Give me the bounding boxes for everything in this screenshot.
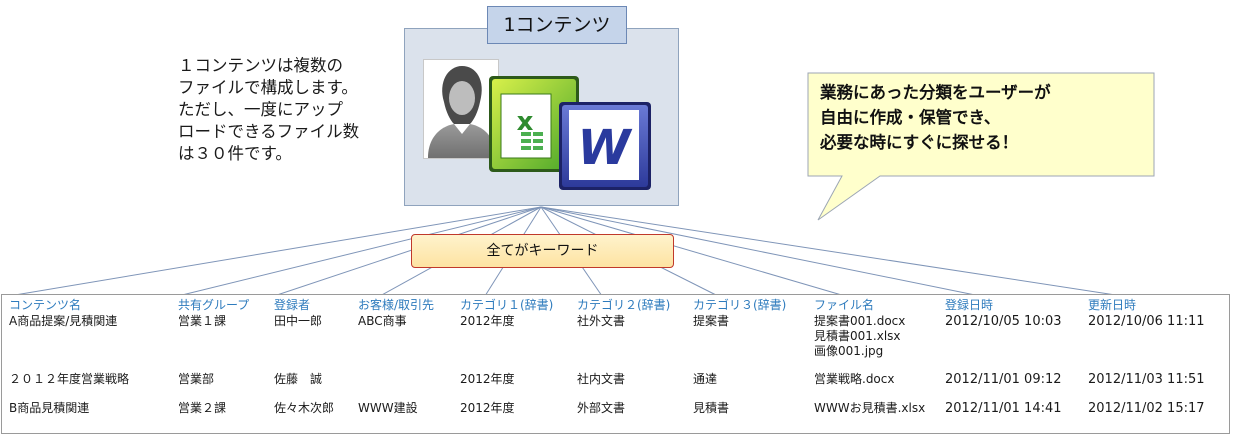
row-category-3: 通達 bbox=[693, 372, 718, 386]
header-updated-at: 更新日時 bbox=[1088, 298, 1137, 312]
row-registered-at: 2012/11/01 14:41 bbox=[945, 401, 1062, 416]
row-updated-at: 2012/10/06 11:11 bbox=[1088, 314, 1205, 329]
row-category-2: 社内文書 bbox=[577, 372, 626, 386]
user-avatar-icon bbox=[423, 59, 499, 159]
excel-file-icon: x bbox=[487, 74, 583, 174]
row-registered-at: 2012/11/01 09:12 bbox=[945, 372, 1062, 387]
content-description: １コンテンツは複数の ファイルで構成します。 ただし、一度にアップ ロードできる… bbox=[178, 55, 403, 165]
callout-line: 業務にあった分類をユーザーが bbox=[820, 83, 1051, 102]
row-file-name: 提案書001.docx 見積書001.xlsx 画像001.jpg bbox=[814, 314, 905, 359]
keyword-box: 全てがキーワード bbox=[411, 234, 674, 268]
row-category-2: 外部文書 bbox=[577, 401, 626, 415]
row-share-group: 営業部 bbox=[178, 372, 215, 386]
content-title: 1コンテンツ bbox=[487, 6, 627, 44]
header-share-group: 共有グループ bbox=[178, 298, 250, 312]
row-file-name: 営業戦略.docx bbox=[814, 372, 895, 386]
header-file-name: ファイル名 bbox=[814, 298, 875, 312]
header-category-1: カテゴリ１(辞書) bbox=[460, 298, 554, 312]
row-updated-at: 2012/11/02 15:17 bbox=[1088, 401, 1205, 416]
header-content-name: コンテンツ名 bbox=[9, 298, 82, 312]
row-registered-at: 2012/10/05 10:03 bbox=[945, 314, 1062, 329]
row-content-name: A商品提案/見積関連 bbox=[9, 314, 118, 328]
row-category-3: 提案書 bbox=[693, 314, 730, 328]
file-name-line: 見積書001.xlsx bbox=[814, 329, 901, 343]
row-customer: WWW建設 bbox=[358, 401, 418, 415]
row-content-name: ２０１２年度営業戦略 bbox=[9, 372, 130, 386]
row-category-2: 社外文書 bbox=[577, 314, 626, 328]
description-line: ロードできるファイル数 bbox=[178, 122, 360, 141]
row-content-name: B商品見積関連 bbox=[9, 401, 90, 415]
row-category-1: 2012年度 bbox=[460, 372, 515, 386]
row-share-group: 営業２課 bbox=[178, 401, 227, 415]
file-name-line: 提案書001.docx bbox=[814, 314, 906, 328]
connector-line bbox=[273, 206, 542, 297]
callout-line: 自由に作成・保管でき、 bbox=[820, 108, 1001, 127]
content-table bbox=[1, 294, 1230, 434]
row-file-name: WWWお見積書.xlsx bbox=[814, 401, 926, 415]
header-customer: お客様/取引先 bbox=[358, 298, 435, 312]
file-name-line: 画像001.jpg bbox=[814, 344, 884, 358]
connector-line bbox=[540, 206, 1123, 297]
description-line: １コンテンツは複数の bbox=[178, 56, 343, 75]
header-registered-at: 登録日時 bbox=[945, 298, 994, 312]
connector-line bbox=[540, 206, 846, 297]
row-share-group: 営業１課 bbox=[178, 314, 227, 328]
row-category-1: 2012年度 bbox=[460, 314, 515, 328]
description-line: は３０件です。 bbox=[178, 144, 292, 163]
row-updated-at: 2012/11/03 11:51 bbox=[1088, 372, 1205, 387]
row-registrant: 佐々木次郎 bbox=[274, 401, 335, 415]
header-category-3: カテゴリ３(辞書) bbox=[693, 298, 787, 312]
row-registrant: 佐藤 誠 bbox=[274, 372, 323, 386]
word-file-icon: W bbox=[557, 100, 653, 192]
row-category-3: 見積書 bbox=[693, 401, 730, 415]
connector-line bbox=[177, 206, 542, 297]
callout-text: 業務にあった分類をユーザーが 自由に作成・保管でき、 必要な時にすぐに探せる！ bbox=[820, 80, 1150, 155]
header-registrant: 登録者 bbox=[274, 298, 311, 312]
word-letter: W bbox=[578, 120, 633, 176]
row-registrant: 田中一郎 bbox=[274, 314, 323, 328]
connector-line bbox=[540, 206, 981, 297]
description-line: ただし、一度にアップ bbox=[178, 100, 343, 119]
description-line: ファイルで構成します。 bbox=[178, 78, 358, 97]
connector-line bbox=[8, 206, 542, 297]
excel-letter: x bbox=[517, 107, 534, 137]
callout-line: 必要な時にすぐに探せる！ bbox=[820, 133, 1019, 152]
row-category-1: 2012年度 bbox=[460, 401, 515, 415]
header-category-2: カテゴリ２(辞書) bbox=[577, 298, 671, 312]
row-customer: ABC商事 bbox=[358, 314, 407, 328]
